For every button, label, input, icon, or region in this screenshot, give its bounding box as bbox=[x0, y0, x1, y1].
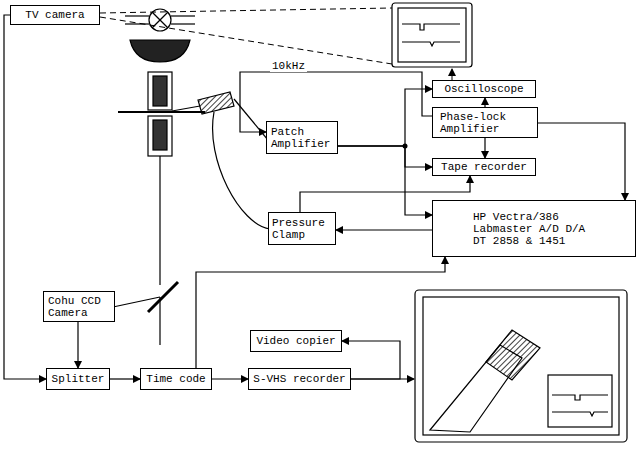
controller-box: Pressure Clamp bbox=[268, 212, 336, 245]
microscope bbox=[113, 9, 205, 345]
edge-label: 10kHz bbox=[270, 60, 307, 72]
amplifier-box: Patch Amplifier bbox=[266, 121, 338, 154]
bottom-monitor bbox=[548, 375, 612, 427]
amplifier-box: Phase-lock Amplifier bbox=[432, 107, 538, 138]
recorder-box: S-VHS recorder bbox=[248, 368, 351, 390]
signal-connector bbox=[336, 229, 432, 230]
box-label: Time code bbox=[146, 373, 205, 385]
signal-connector bbox=[196, 257, 445, 368]
bottom-monitor bbox=[423, 297, 619, 435]
pipette bbox=[172, 106, 200, 111]
scope-to-monitor bbox=[452, 69, 453, 80]
signal-connector bbox=[212, 378, 248, 379]
top-monitor bbox=[402, 42, 460, 46]
process-box: Splitter bbox=[46, 368, 110, 390]
process-box: Time code bbox=[140, 368, 212, 390]
camera-box: TV camera bbox=[10, 5, 100, 25]
signal-connector bbox=[4, 15, 46, 379]
pipette bbox=[213, 112, 270, 229]
signal-connector bbox=[484, 98, 485, 107]
signal-connector bbox=[338, 89, 432, 146]
microscope bbox=[113, 297, 160, 307]
microscope bbox=[125, 15, 149, 16]
pipette bbox=[198, 92, 234, 114]
signal-connector bbox=[338, 146, 432, 215]
microscope bbox=[153, 120, 167, 150]
microscope bbox=[148, 282, 178, 312]
signal-connector bbox=[338, 146, 432, 167]
camera-view-lines bbox=[100, 17, 392, 64]
instrument-box: Oscilloscope bbox=[432, 80, 536, 98]
top-monitor bbox=[392, 3, 472, 67]
microscope bbox=[148, 116, 172, 156]
microscope bbox=[118, 111, 205, 113]
box-label: Tape recorder bbox=[441, 161, 527, 173]
microscope bbox=[171, 15, 195, 16]
microscope bbox=[148, 72, 172, 110]
box-label: TV camera bbox=[25, 9, 84, 21]
process-box: Video copier bbox=[250, 330, 342, 352]
box-label: Phase-lock Amplifier bbox=[440, 111, 530, 135]
signal-connector bbox=[110, 378, 140, 379]
recorder-box: Tape recorder bbox=[432, 158, 536, 176]
top-monitor bbox=[392, 3, 472, 67]
box-label: Cohu CCD Camera bbox=[48, 295, 110, 319]
microscope bbox=[153, 76, 167, 106]
pipette bbox=[234, 99, 268, 140]
signal-connector bbox=[484, 138, 485, 158]
box-label: Pressure Clamp bbox=[272, 217, 332, 241]
camera-view-lines bbox=[100, 8, 392, 64]
bottom-monitor bbox=[552, 395, 608, 400]
bottom-monitor bbox=[415, 290, 627, 442]
computer-box: HP Vectra/386 Labmaster A/D D/A DT 2858 … bbox=[432, 200, 636, 257]
microscope bbox=[159, 156, 160, 285]
bottom-monitor bbox=[415, 290, 627, 442]
signal-connector bbox=[538, 123, 625, 200]
microscope bbox=[159, 297, 160, 345]
box-label: Oscilloscope bbox=[444, 83, 523, 95]
box-label: Video copier bbox=[256, 335, 335, 347]
box-label: Patch Amplifier bbox=[271, 126, 333, 150]
bottom-monitor bbox=[486, 330, 540, 380]
signal-connector bbox=[77, 322, 78, 368]
box-label: Splitter bbox=[52, 373, 105, 385]
pipette bbox=[172, 92, 270, 229]
top-monitor bbox=[402, 24, 460, 30]
camera-view-lines bbox=[100, 8, 392, 13]
top-monitor bbox=[398, 8, 466, 62]
box-label: HP Vectra/386 Labmaster A/D D/A DT 2858 … bbox=[473, 211, 595, 247]
camera-box: Cohu CCD Camera bbox=[43, 291, 115, 322]
microscope bbox=[171, 23, 195, 24]
box-label: S-VHS recorder bbox=[253, 373, 345, 385]
microscope bbox=[130, 40, 190, 62]
bottom-monitor bbox=[552, 412, 608, 416]
